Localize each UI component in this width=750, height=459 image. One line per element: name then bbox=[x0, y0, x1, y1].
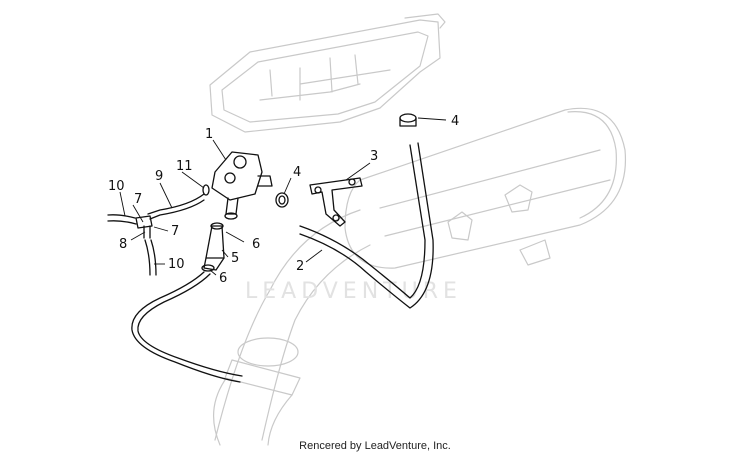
hose-10-lower bbox=[144, 239, 157, 276]
bracket-3 bbox=[309, 177, 363, 227]
inline-filter-5 bbox=[203, 225, 225, 271]
callout-6-lower: 6 bbox=[219, 271, 227, 286]
callout-4-top: 4 bbox=[451, 114, 459, 129]
hose-10-upper bbox=[107, 214, 137, 225]
callout-10-upper: 10 bbox=[108, 179, 125, 194]
air-box-tray-ghost bbox=[209, 13, 446, 133]
callout-2: 2 bbox=[296, 259, 304, 274]
callout-10-lower: 10 bbox=[168, 257, 185, 272]
callout-11: 11 bbox=[176, 159, 193, 174]
hose-clamp-11 bbox=[202, 184, 210, 196]
t-connector bbox=[135, 215, 153, 239]
callout-6-upper: 6 bbox=[252, 237, 260, 252]
leader-lines bbox=[119, 117, 447, 276]
muffler-ghost bbox=[214, 107, 627, 441]
exhaust-flange-ghost bbox=[212, 337, 301, 446]
watermark-text: LEADVENTURE bbox=[245, 279, 462, 304]
callout-7-right: 7 bbox=[171, 224, 179, 239]
callout-5: 5 bbox=[231, 251, 239, 266]
callout-9: 9 bbox=[155, 169, 163, 184]
clamp-6-lower bbox=[201, 264, 215, 272]
callout-8: 8 bbox=[119, 237, 127, 252]
secondary-air-valve bbox=[211, 151, 273, 220]
cap-4-top bbox=[399, 113, 417, 127]
hose-9 bbox=[147, 193, 205, 215]
long-tube bbox=[131, 271, 241, 383]
callout-1: 1 bbox=[205, 127, 213, 142]
callout-4-left: 4 bbox=[293, 165, 301, 180]
callout-3: 3 bbox=[370, 149, 378, 164]
clamp-6-upper bbox=[210, 222, 224, 230]
callout-labels: 1 2 3 4 4 5 6 6 7 7 8 9 10 10 11 bbox=[108, 114, 459, 286]
credit-text: Rencered by LeadVenture, Inc. bbox=[299, 440, 451, 452]
pipe-2 bbox=[299, 144, 426, 299]
clamp-4-left bbox=[275, 192, 289, 208]
callout-7-upper: 7 bbox=[134, 192, 142, 207]
